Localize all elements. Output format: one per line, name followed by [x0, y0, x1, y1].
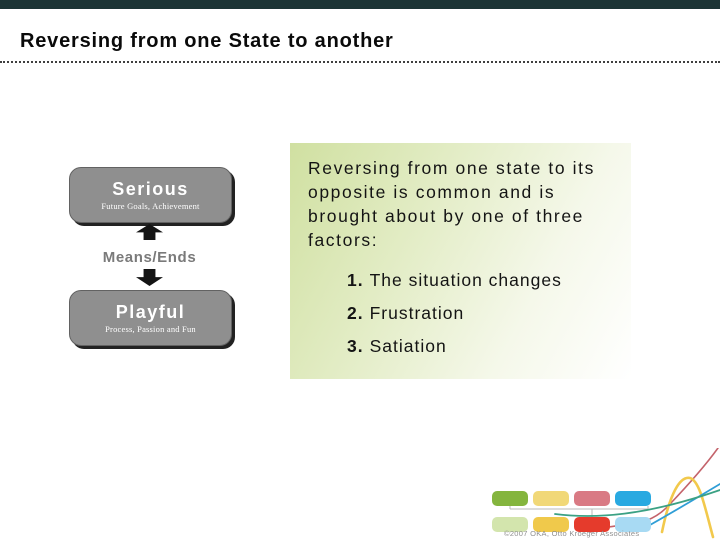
item-number: 2. [347, 303, 364, 323]
swoosh-blue-curve [649, 483, 720, 526]
item-text: Satiation [369, 336, 447, 356]
item-text: Frustration [369, 303, 465, 323]
serious-state-box: Serious Future Goals, Achievement [69, 167, 232, 223]
factor-list: 1.The situation changes 2.Frustration 3.… [290, 268, 631, 358]
logo-square-rose [574, 491, 610, 506]
down-arrow-icon [136, 269, 163, 286]
slide-title: Reversing from one State to another [20, 30, 394, 52]
list-item: 2.Frustration [347, 301, 631, 325]
playful-state-box: Playful Process, Passion and Fun [69, 290, 232, 346]
logo-square-red [574, 517, 610, 532]
intro-paragraph: Reversing from one state to its opposite… [308, 158, 595, 250]
list-item: 3.Satiation [347, 334, 631, 358]
logo-square-palegreen [492, 517, 528, 532]
swoosh-teal-curve [554, 489, 720, 517]
logo-square-lightblue [615, 517, 651, 532]
logo-square-gold [533, 517, 569, 532]
logo-square-blue [615, 491, 651, 506]
item-text: The situation changes [369, 270, 562, 290]
logo-connector-lines [509, 506, 649, 517]
logo-square-green [492, 491, 528, 506]
list-item: 1.The situation changes [347, 268, 631, 292]
content-panel: Reversing from one state to its opposite… [290, 143, 631, 379]
means-ends-label: Means/Ends [102, 249, 197, 266]
item-number: 3. [347, 336, 364, 356]
copyright-text: ©2007 OKA, Otto Kroeger Associates [504, 529, 640, 538]
serious-sublabel: Future Goals, Achievement [101, 201, 200, 211]
playful-sublabel: Process, Passion and Fun [105, 324, 196, 334]
top-accent-bar [0, 0, 720, 9]
serious-label: Serious [112, 179, 189, 199]
logo-square-yellow [533, 491, 569, 506]
item-number: 1. [347, 270, 364, 290]
swoosh-yellow-curve [660, 476, 715, 539]
title-divider-dotted-line [0, 61, 720, 63]
up-arrow-icon [136, 224, 163, 240]
oka-logo [492, 448, 720, 539]
playful-label: Playful [115, 302, 186, 322]
